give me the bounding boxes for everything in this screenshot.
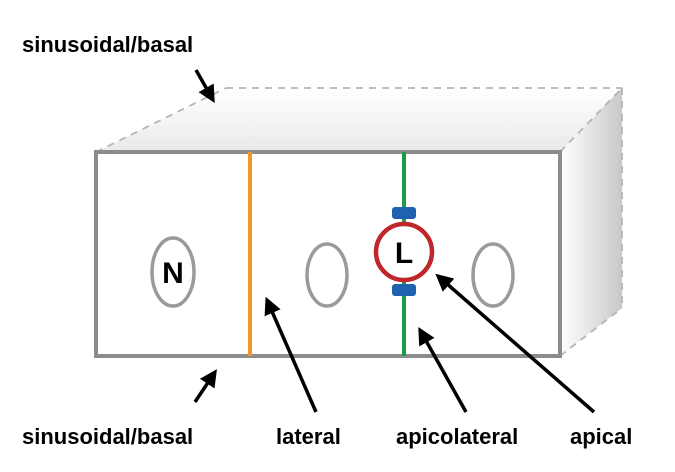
pointer-arrows xyxy=(193,69,596,414)
nucleus-n-label: N xyxy=(162,257,184,290)
box-side-face xyxy=(560,88,622,356)
nucleus-right xyxy=(471,242,515,308)
tight-junction-bottom xyxy=(392,284,416,296)
label-top-basal: sinusoidal/basal xyxy=(22,32,193,57)
lumen-label: L xyxy=(395,237,413,270)
label-lateral: lateral xyxy=(276,424,341,449)
nucleus-middle xyxy=(305,242,349,308)
tight-junction-top xyxy=(392,207,416,219)
arrow-bottom-basal xyxy=(193,369,217,403)
lumen-ring xyxy=(373,221,435,283)
arrow-apicolateral xyxy=(418,326,468,413)
label-apicolateral: apicolateral xyxy=(396,424,518,449)
arrow-lateral xyxy=(264,296,318,413)
arrow-apical xyxy=(435,273,596,414)
arrow-top-basal xyxy=(194,69,215,104)
label-apical: apical xyxy=(570,424,632,449)
label-bottom-basal: sinusoidal/basal xyxy=(22,424,193,449)
box-top-face xyxy=(96,88,622,152)
nucleus-n xyxy=(150,236,196,308)
